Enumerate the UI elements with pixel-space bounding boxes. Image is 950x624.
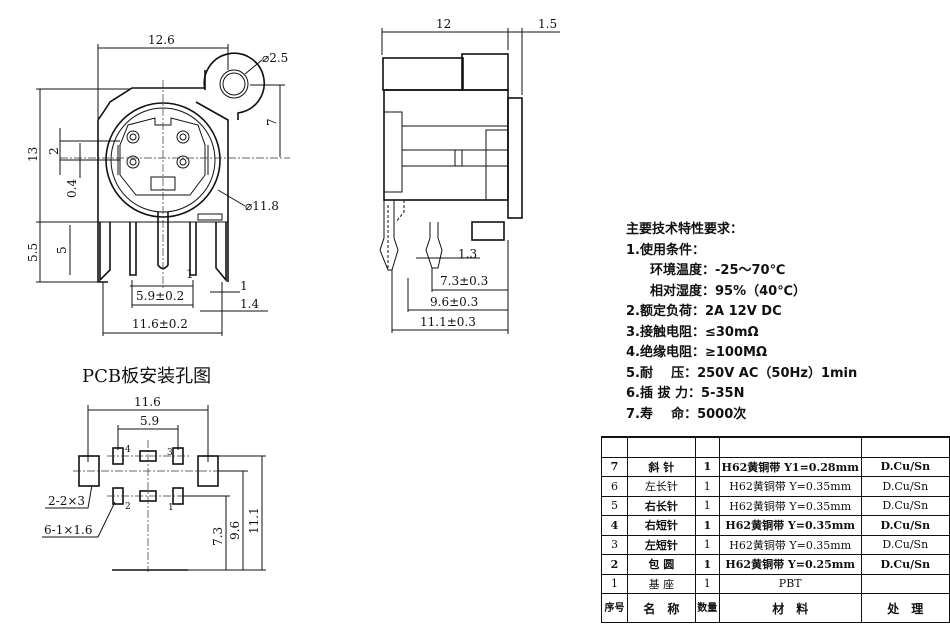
pcb-dim-row1: 7.3 xyxy=(211,527,225,546)
bom-cell-material: H62黄铜带 Y=0.25mm xyxy=(718,554,862,575)
bom-cell-name: 右长针 xyxy=(626,495,696,516)
bom-cell-material: H62黄铜带 Y=0.35mm xyxy=(718,495,862,516)
dim-tab-width: 1 xyxy=(240,279,248,293)
bom-cell-name: 包 圆 xyxy=(626,554,696,575)
pcb-dim-pin-hole: 6-1×1.6 xyxy=(44,523,92,537)
dim-leg-len-outer: 5.5 xyxy=(26,243,40,262)
dim-pin-offset: 0.4 xyxy=(65,179,79,198)
pcb-dim-tab-pitch: 11.6 xyxy=(134,395,161,409)
bom-cell-no: 3 xyxy=(601,534,628,555)
pcb-dim-row2: 9.6 xyxy=(228,521,242,540)
bom-cell-no: 2 xyxy=(601,554,628,575)
technical-specs: 主要技术特性要求： 1.使用条件： 环境温度：-25～70℃ 相对湿度：95%（… xyxy=(626,220,857,425)
bom-cell-material: H62黄铜带 Y=0.35mm xyxy=(718,515,862,536)
bom-header-row: 序号名 称数量材 料处 理 xyxy=(601,593,950,623)
bom-cell-no: 4 xyxy=(601,515,628,536)
dim-tab-pitch: 11.6±0.2 xyxy=(132,317,188,331)
pin-label-1: 1 xyxy=(168,503,174,513)
bom-cell-name: 基 座 xyxy=(626,573,696,594)
pin-label-2: 2 xyxy=(125,502,131,512)
bom-cell-name: 斜 针 xyxy=(626,456,696,477)
dim-row1: 7.3±0.3 xyxy=(440,274,488,288)
front-view: 12.6 ⌀2.5 ⌀11.8 13 5.5 5 xyxy=(26,33,290,336)
dim-body-dia: ⌀11.8 xyxy=(245,199,279,213)
bom-cell-material: PBT xyxy=(718,573,862,594)
pin-label-3: 3 xyxy=(167,448,173,458)
dim-flange: 1.5 xyxy=(538,17,557,31)
bom-cell-name: 右短针 xyxy=(626,515,696,536)
bom-header-cell: 材 料 xyxy=(718,593,862,623)
dim-pin-pitch-h: 5.9±0.2 xyxy=(136,289,184,303)
dim-pin-width: 1 xyxy=(186,267,194,281)
bom-header-cell: 数量 xyxy=(694,593,720,623)
pcb-layout: PCB板安装孔图 11.6 5.9 4 3 2 1 2-2×3 6-1×1.6 xyxy=(42,366,266,572)
bom-cell-finish: D.Cu/Sn xyxy=(860,476,950,497)
dim-width-top: 12.6 xyxy=(148,33,175,47)
bom-cell-qty: 1 xyxy=(694,515,720,536)
bom-blank-row xyxy=(601,436,950,458)
bom-cell-no: 1 xyxy=(601,573,628,594)
spec-line: 1.使用条件： xyxy=(626,242,705,258)
dim-pin-pitch-v: 2 xyxy=(47,147,61,155)
bom-cell-material: H62黄铜带 Y=0.35mm xyxy=(718,476,862,497)
pcb-dim-tab-hole: 2-2×3 xyxy=(48,494,85,508)
pin-label-4: 4 xyxy=(125,445,131,455)
dim-tab-width2: 1.4 xyxy=(240,297,259,311)
spec-line: 5.耐 压：250V AC（50Hz）1min xyxy=(626,365,858,381)
bom-cell-finish: D.Cu/Sn xyxy=(860,534,950,555)
dim-depth: 12 xyxy=(436,17,451,31)
bom-cell-finish xyxy=(860,573,950,594)
bom-cell-name: 左短针 xyxy=(626,534,696,555)
dim-row3: 11.1±0.3 xyxy=(420,315,476,329)
spec-line: 环境温度：-25～70℃ xyxy=(650,263,786,278)
bom-header-cell: 序号 xyxy=(601,593,628,623)
bom-cell-qty: 1 xyxy=(694,456,720,477)
bom-cell-no: 5 xyxy=(601,495,628,516)
bom-cell-qty: 1 xyxy=(694,476,720,497)
dim-row2: 9.6±0.3 xyxy=(430,295,478,309)
bom-cell-qty: 1 xyxy=(694,534,720,555)
bom-cell-material: H62黄铜带 Y1=0.28mm xyxy=(718,456,862,477)
dim-height: 13 xyxy=(26,147,40,162)
bom-header-cell: 处 理 xyxy=(860,593,950,623)
pcb-title: PCB板安装孔图 xyxy=(82,366,211,387)
bom-cell-no: 6 xyxy=(601,476,628,497)
bom-cell-finish: D.Cu/Sn xyxy=(860,515,950,536)
specs-title: 主要技术特性要求： xyxy=(626,222,744,237)
spec-line: 3.接触电阻：≤30mΩ xyxy=(626,324,759,340)
side-view: 12 1.5 1.3 7.3±0.3 9.6±0.3 11.1±0.3 xyxy=(379,17,560,334)
dim-leg-len-inner: 5 xyxy=(55,246,69,254)
spec-line: 相对湿度：95%（40℃） xyxy=(650,283,806,299)
bom-cell-material: H62黄铜带 Y=0.35mm xyxy=(718,534,862,555)
dim-side-pin-width: 1.3 xyxy=(458,247,477,261)
bom-cell-finish: D.Cu/Sn xyxy=(860,495,950,516)
bom-cell-name: 左长针 xyxy=(626,476,696,497)
bom-cell-qty: 1 xyxy=(694,554,720,575)
pcb-dim-pin-pitch: 5.9 xyxy=(140,414,159,428)
dim-mount-hole: ⌀2.5 xyxy=(262,51,288,65)
bom-header-cell: 名 称 xyxy=(626,593,696,623)
spec-line: 7.寿 命：5000次 xyxy=(626,406,747,422)
spec-line: 2.额定负荷：2A 12V DC xyxy=(626,304,782,319)
pcb-dim-row3: 11.1 xyxy=(247,507,261,534)
bom-cell-no: 7 xyxy=(601,456,628,477)
dim-mount-offset: 7 xyxy=(265,118,279,126)
spec-line: 6.插 拔 力：5-35N xyxy=(626,386,745,401)
bom-cell-finish: D.Cu/Sn xyxy=(860,554,950,575)
bom-cell-finish: D.Cu/Sn xyxy=(860,456,950,477)
spec-line: 4.绝缘电阻：≥100MΩ xyxy=(626,345,768,360)
bom-cell-qty: 1 xyxy=(694,495,720,516)
bom-cell-qty: 1 xyxy=(694,573,720,594)
